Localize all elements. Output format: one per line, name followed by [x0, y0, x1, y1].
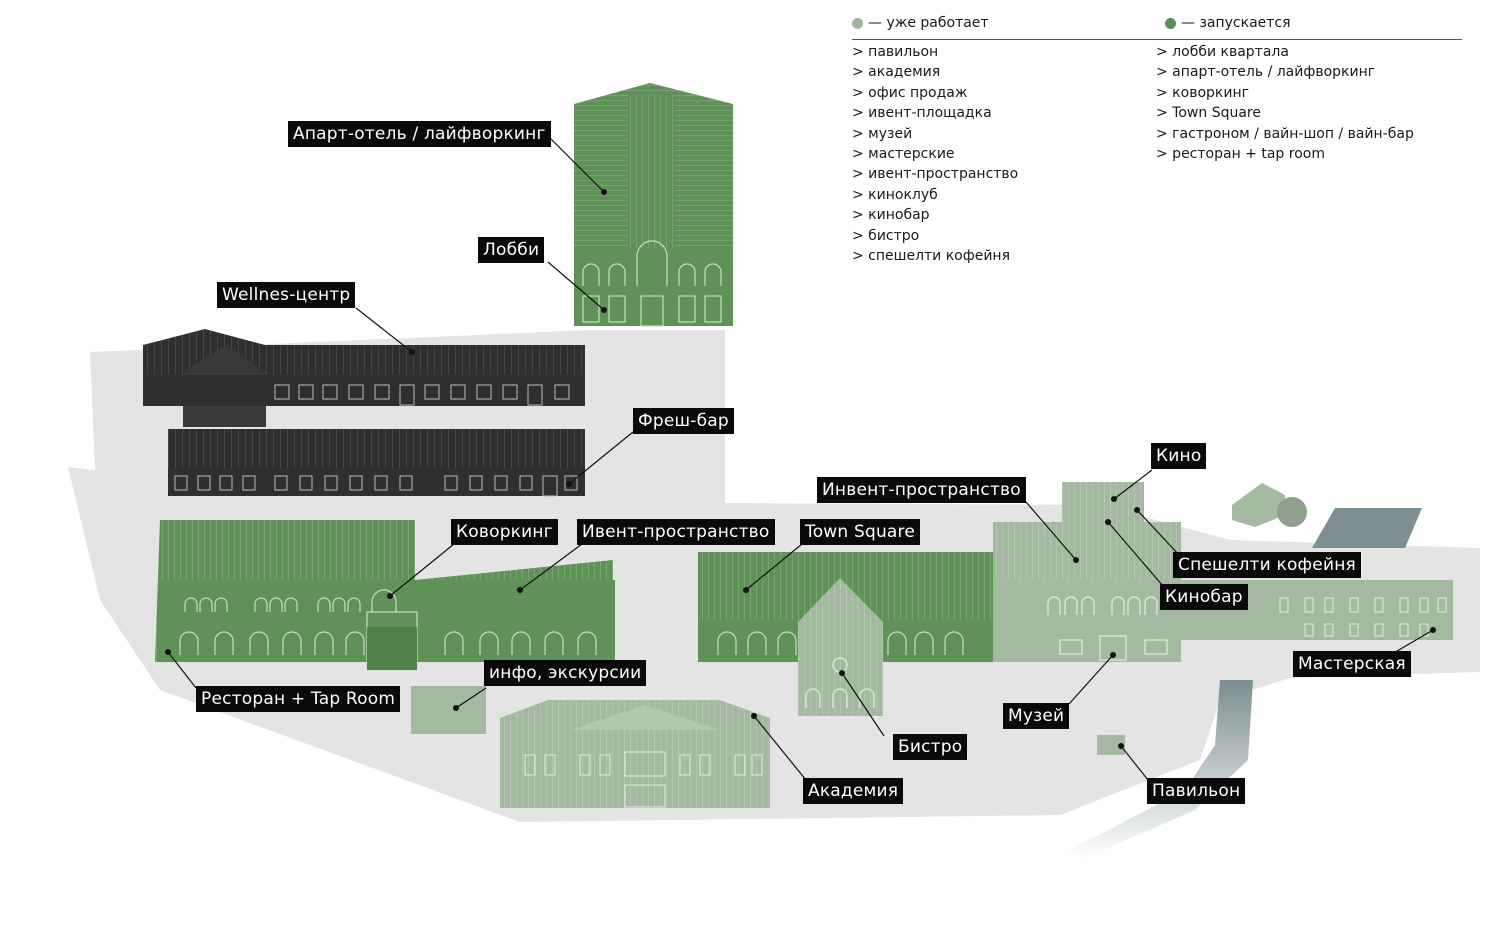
legend-item: > бистро — [852, 227, 920, 244]
bistro-building — [798, 578, 883, 716]
label-event-space-east: Инвент-пространство — [817, 477, 1026, 503]
legend-launching-header: — запускается — [1165, 15, 1291, 31]
label-fresh-bar: Фреш-бар — [633, 408, 734, 434]
legend-item: > коворкинг — [1156, 84, 1249, 101]
legend-item: > лобби квартала — [1156, 44, 1289, 60]
legend-working-label: — уже работает — [868, 15, 989, 31]
pavilion-building — [1097, 735, 1125, 755]
wellness-building — [143, 329, 585, 427]
label-restaurant: Ресторан + Tap Room — [196, 686, 401, 712]
label-academy: Академия — [803, 778, 904, 804]
legend-item: > музей — [852, 125, 913, 142]
legend-working-list: > павильон > академия > офис продаж > ив… — [852, 42, 1018, 266]
legend-item: > киноклуб — [852, 186, 938, 203]
legend-launching-list: > лобби квартала > апарт-отель / лайфвор… — [1156, 42, 1414, 164]
fresh-bar-building — [168, 429, 585, 497]
label-museum: Музей — [1003, 703, 1070, 729]
kino-building — [1062, 482, 1144, 524]
water-wheel — [1277, 497, 1307, 527]
legend-item: > офис продаж — [852, 84, 968, 101]
legend-item: > кинобар — [852, 207, 930, 224]
restaurant-coworking-building — [155, 520, 615, 671]
label-coffee: Спешелти кофейня — [1173, 552, 1361, 578]
label-info: инфо, экскурсии — [484, 660, 647, 686]
legend-item: > спешелти кофейня — [852, 248, 1010, 265]
legend-working-header: — уже работает — [852, 15, 989, 31]
label-lobby: Лобби — [478, 237, 545, 263]
legend-item: > павильон — [852, 44, 939, 60]
legend-item: > ресторан + tap room — [1156, 146, 1325, 163]
label-town-square: Town Square — [800, 519, 921, 545]
water-channel-south — [1070, 680, 1253, 860]
leader-dots — [165, 189, 1436, 749]
legend-item: > апарт-отель / лайфворкинг — [1156, 64, 1376, 81]
leader-lines — [167, 135, 1434, 781]
legend-item: > мастерские — [852, 146, 955, 163]
label-wellness: Wellnes-центр — [217, 282, 356, 308]
legend-launching-label: — запускается — [1181, 15, 1291, 31]
legend-item: > ивент-пространство — [852, 166, 1019, 183]
label-kino: Кино — [1151, 443, 1207, 469]
label-workshop: Мастерская — [1293, 651, 1411, 677]
label-kinobar: Кинобар — [1160, 584, 1248, 610]
label-apart-hotel: Апарт-отель / лайфворкинг — [288, 121, 551, 147]
apart-hotel-building — [574, 83, 733, 327]
info-building — [411, 686, 486, 734]
label-coworking: Коворкинг — [451, 519, 558, 545]
water-channel-north — [1312, 508, 1422, 548]
legend-divider — [852, 39, 1462, 40]
legend-item: > Town Square — [1156, 105, 1261, 122]
small-house — [1232, 483, 1285, 527]
label-event-space: Ивент-пространство — [577, 519, 775, 545]
legend-item: > ивент-площадка — [852, 105, 992, 122]
legend-item: > гастроном / вайн-шоп / вайн-бар — [1156, 125, 1414, 142]
museum-building — [993, 522, 1181, 662]
launching-dot-icon — [1165, 17, 1176, 29]
label-pavilion: Павильон — [1147, 778, 1246, 804]
working-dot-icon — [852, 17, 863, 29]
label-bistro: Бистро — [893, 734, 968, 760]
legend-item: > академия — [852, 64, 941, 81]
academy-building — [500, 700, 770, 808]
